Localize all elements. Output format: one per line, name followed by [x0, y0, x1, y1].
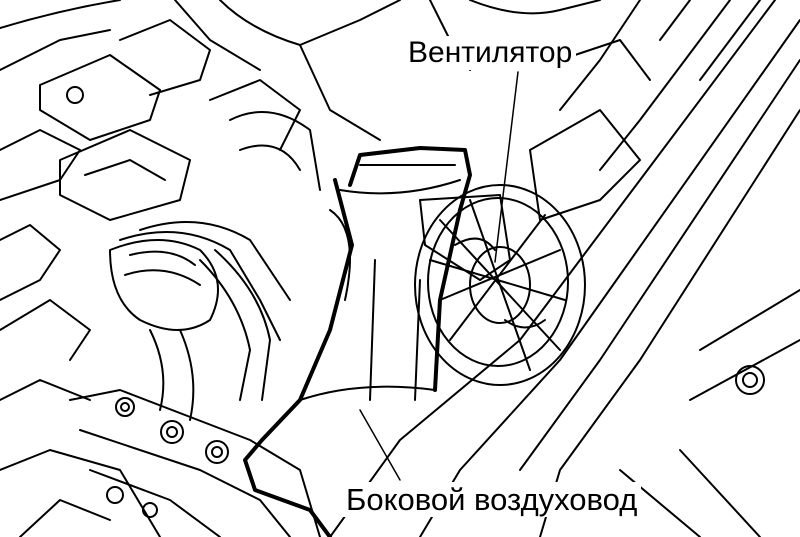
fan-callout: Вентилятор [404, 36, 577, 70]
engine-block [69, 365, 765, 537]
blower-fan [414, 184, 586, 386]
duct-leader [359, 409, 401, 481]
leader-lines [359, 71, 519, 481]
connector-brackets [39, 19, 301, 221]
side-air-duct-callout: Боковой воздуховод [342, 482, 642, 517]
wiring-harness [109, 111, 321, 421]
fan-leader [494, 71, 519, 263]
side-air-duct [243, 146, 472, 537]
